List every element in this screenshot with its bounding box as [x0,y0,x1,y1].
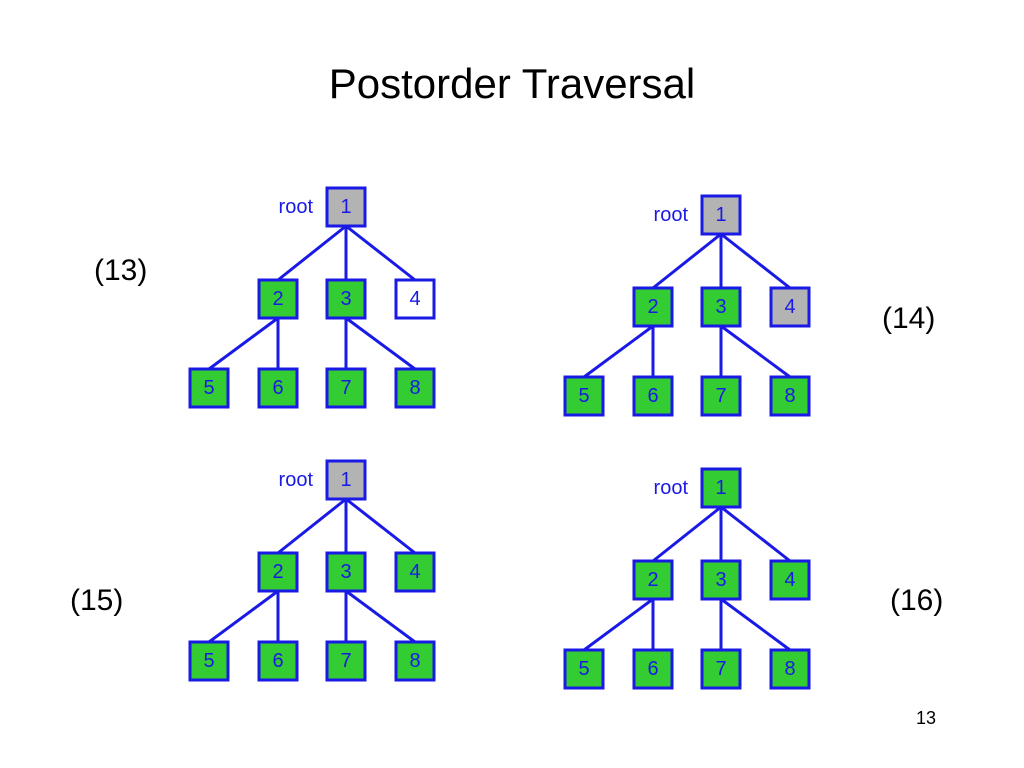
tree-node-6 [257,367,299,409]
tree-node-label-1: 1 [340,469,351,491]
tree-node-8 [769,375,811,417]
tree-node-label-6: 6 [647,658,658,680]
step-label-13: (13) [94,254,148,287]
tree-node-3 [700,559,742,601]
tree-node-label-5: 5 [203,650,214,672]
tree-edge-2-5 [208,589,279,644]
tree-node-label-5: 5 [203,377,214,399]
tree-node-label-3: 3 [715,296,726,318]
tree-node-2 [257,278,299,320]
tree-node-3 [325,278,367,320]
tree-node-2 [632,559,674,601]
tree-node-label-4: 4 [784,569,795,591]
tree-edge-1-4 [345,497,416,555]
tree-node-label-3: 3 [340,561,351,583]
tree-diagram-15: root 1 2 3 4 5 6 7 8 [188,459,436,682]
tree-node-7 [325,367,367,409]
tree-node-label-8: 8 [784,385,795,407]
step-label-14: (14) [882,302,936,335]
tree-node-1 [700,194,742,236]
tree-node-label-4: 4 [784,296,795,318]
tree-node-label-8: 8 [409,377,420,399]
tree-node-label-7: 7 [715,658,726,680]
tree-node-4 [394,551,436,593]
tree-edge-3-8 [720,324,791,379]
tree-edge-1-2 [277,497,347,555]
tree-node-label-2: 2 [272,288,283,310]
tree-edge-1-4 [720,505,791,563]
tree-node-label-6: 6 [272,650,283,672]
tree-node-6 [257,640,299,682]
tree-node-4 [394,278,436,320]
tree-node-5 [563,648,605,690]
root-label: root [279,196,314,218]
tree-node-label-4: 4 [409,561,420,583]
tree-node-label-8: 8 [784,658,795,680]
tree-node-label-5: 5 [578,658,589,680]
tree-node-label-7: 7 [340,377,351,399]
tree-edge-1-2 [652,232,722,290]
tree-node-label-2: 2 [647,296,658,318]
tree-edge-3-8 [345,316,416,371]
root-label: root [654,204,689,226]
tree-diagram-16: root 1 2 3 4 5 6 7 8 [563,467,811,690]
tree-node-7 [700,375,742,417]
tree-edge-1-4 [345,224,416,282]
root-label: root [654,477,689,499]
tree-node-label-7: 7 [340,650,351,672]
tree-edge-1-4 [720,232,791,290]
tree-node-8 [394,367,436,409]
tree-node-7 [325,640,367,682]
tree-edge-2-5 [583,597,654,652]
tree-node-4 [769,559,811,601]
tree-edge-2-5 [208,316,279,371]
tree-node-label-2: 2 [272,561,283,583]
slide-title: Postorder Traversal [328,60,696,107]
tree-diagram-13: root 1 2 3 4 5 6 7 8 [188,186,436,409]
tree-node-2 [257,551,299,593]
tree-node-5 [188,640,230,682]
tree-node-3 [700,286,742,328]
step-label-16: (16) [890,584,944,617]
tree-node-7 [700,648,742,690]
tree-node-label-7: 7 [715,385,726,407]
tree-node-3 [325,551,367,593]
tree-node-label-1: 1 [715,204,726,226]
tree-node-label-1: 1 [715,477,726,499]
tree-node-label-6: 6 [647,385,658,407]
tree-node-label-3: 3 [340,288,351,310]
tree-node-8 [769,648,811,690]
tree-node-label-2: 2 [647,569,658,591]
page-number: 13 [915,708,936,728]
tree-edge-1-2 [277,224,347,282]
tree-node-1 [700,467,742,509]
tree-diagram-14: root 1 2 3 4 5 6 7 8 [563,194,811,417]
tree-node-5 [563,375,605,417]
tree-node-6 [632,648,674,690]
tree-node-1 [325,186,367,228]
tree-node-1 [325,459,367,501]
root-label: root [279,469,314,491]
tree-node-label-8: 8 [409,650,420,672]
tree-node-4 [769,286,811,328]
tree-node-label-1: 1 [340,196,351,218]
tree-node-5 [188,367,230,409]
tree-node-2 [632,286,674,328]
tree-node-6 [632,375,674,417]
tree-node-label-5: 5 [578,385,589,407]
step-label-15: (15) [70,584,124,617]
tree-node-label-4: 4 [409,288,420,310]
tree-edge-3-8 [720,597,791,652]
tree-edge-3-8 [345,589,416,644]
tree-edge-1-2 [652,505,722,563]
tree-node-label-3: 3 [715,569,726,591]
tree-node-8 [394,640,436,682]
tree-node-label-6: 6 [272,377,283,399]
tree-edge-2-5 [583,324,654,379]
